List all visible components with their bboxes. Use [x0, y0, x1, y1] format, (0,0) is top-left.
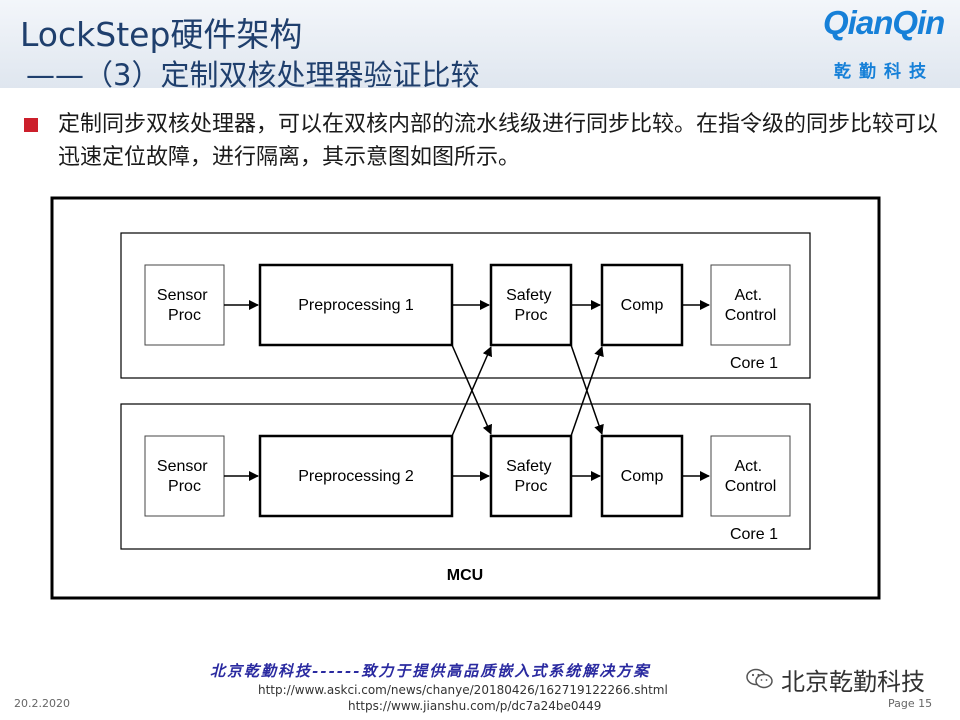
sensor-proc-1 [144, 264, 225, 346]
safety-proc-1-line2: Proc [515, 307, 548, 324]
act-control-2-line2: Control [725, 478, 777, 495]
cross-arrow-pre2-safety1 [451, 346, 492, 437]
core1-label: Core 1 [730, 355, 778, 372]
preprocessing-2-label: Preprocessing 2 [298, 468, 414, 485]
page-number: Page 15 [888, 697, 933, 710]
sensor-proc-1-line1: Sensor [157, 287, 208, 304]
svg-text:Safety Proc: Safety Proc [506, 287, 556, 324]
safety-proc-1-line1: Safety [506, 287, 551, 304]
footer-url-2[interactable]: https://www.jianshu.com/p/dc7a24be0449 [348, 699, 602, 713]
comp-1-label: Comp [621, 297, 664, 314]
sensor-proc-2-line1: Sensor [157, 458, 208, 475]
slide-title: LockStep硬件架构 [20, 15, 303, 54]
svg-text:Act. Control: Act. Control [725, 458, 777, 495]
svg-text:Act. Control: Act. Control [725, 287, 777, 324]
safety-proc-2-line1: Safety [506, 458, 551, 475]
preprocessing-2 [258, 434, 454, 518]
mcu-label: MCU [447, 567, 483, 584]
company-logo-cn: 乾勤科技 [834, 62, 934, 82]
slide-subtitle: ——（3）定制双核处理器验证比较 [26, 58, 480, 92]
safety-proc-2 [489, 434, 573, 518]
svg-text:Safety Proc: Safety Proc [506, 458, 556, 495]
act-control-1 [710, 264, 791, 346]
comp-2-label: Comp [621, 468, 664, 485]
sensor-proc-2 [144, 435, 225, 517]
slide-header: LockStep硬件架构 ——（3）定制双核处理器验证比较 QianQin 乾勤… [0, 0, 960, 92]
bullet-text: 定制同步双核处理器，可以在双核内部的流水线级进行同步比较。在指令级的同步比较可以… [58, 112, 939, 170]
core2-label: Core 1 [730, 526, 778, 543]
svg-text:Sensor Proc: Sensor Proc [157, 458, 212, 495]
wechat-icon [746, 668, 773, 689]
cross-arrow-pre1-safety2 [451, 344, 492, 435]
act-control-2 [710, 435, 791, 517]
safety-proc-1 [489, 263, 573, 347]
svg-text:Sensor Proc: Sensor Proc [157, 287, 212, 324]
act-control-1-line2: Control [725, 307, 777, 324]
comp-2 [600, 434, 684, 518]
act-control-1-line1: Act. [734, 287, 762, 304]
preprocessing-1-label: Preprocessing 1 [298, 297, 414, 314]
slide-date: 20.2.2020 [14, 697, 70, 710]
preprocessing-1 [258, 263, 454, 347]
act-control-2-line1: Act. [734, 458, 762, 475]
cross-arrow-safety2-comp1 [570, 346, 604, 437]
comp-1 [600, 263, 684, 347]
footer-slogan: 北京乾勤科技------致力于提供高品质嵌入式系统解决方案 [210, 662, 651, 680]
footer-url-1[interactable]: http://www.askci.com/news/chanye/2018042… [258, 683, 668, 697]
sensor-proc-2-line2: Proc [168, 478, 201, 495]
company-logo: QianQin [823, 4, 945, 41]
bullet-marker [24, 118, 38, 132]
safety-proc-2-line2: Proc [515, 478, 548, 495]
wechat-account-label: 北京乾勤科技 [781, 668, 925, 696]
sensor-proc-1-line2: Proc [168, 307, 201, 324]
